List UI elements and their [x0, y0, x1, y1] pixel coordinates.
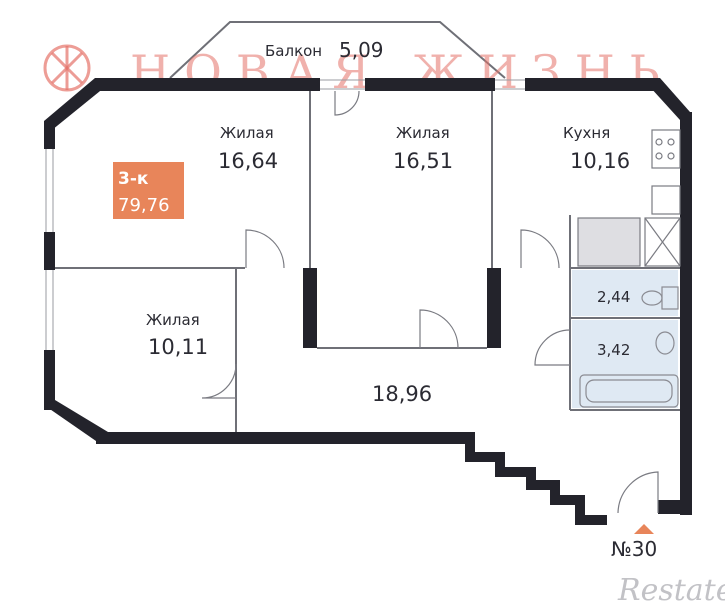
brand-logo-icon [43, 44, 91, 92]
living3-label: Жилая [146, 311, 200, 329]
badge-rooms: 3-к [118, 169, 149, 189]
kitchen-units [577, 129, 681, 267]
badge-area: 79,76 [118, 195, 170, 216]
bath-floor [572, 320, 678, 408]
door-swings [201, 90, 659, 514]
bathroom-fixtures [579, 286, 679, 408]
living2-label: Жилая [396, 124, 450, 142]
kitchen-label: Кухня [563, 124, 610, 142]
wc-area: 2,44 [597, 288, 630, 306]
entrance-marker-icon [634, 524, 654, 534]
balcony-outline [169, 21, 506, 79]
hall-area: 18,96 [372, 382, 432, 406]
kitchen-area: 10,16 [570, 149, 630, 173]
living1-area: 16,64 [218, 149, 278, 173]
exterior-walls [44, 78, 692, 525]
apartment-badge: 3-к 79,76 [113, 162, 184, 219]
apartment-number: №30 [611, 537, 657, 561]
living3-area: 10,11 [148, 335, 208, 359]
wc-floor [572, 270, 678, 316]
balcony-label: Балкон [265, 42, 322, 60]
balcony-area: 5,09 [339, 38, 384, 62]
restate-watermark: Restate [617, 573, 725, 608]
interior-walls [55, 91, 680, 432]
west-windows [45, 79, 525, 350]
living1-label: Жилая [220, 124, 274, 142]
living2-area: 16,51 [393, 149, 453, 173]
bath-area: 3,42 [597, 341, 630, 359]
